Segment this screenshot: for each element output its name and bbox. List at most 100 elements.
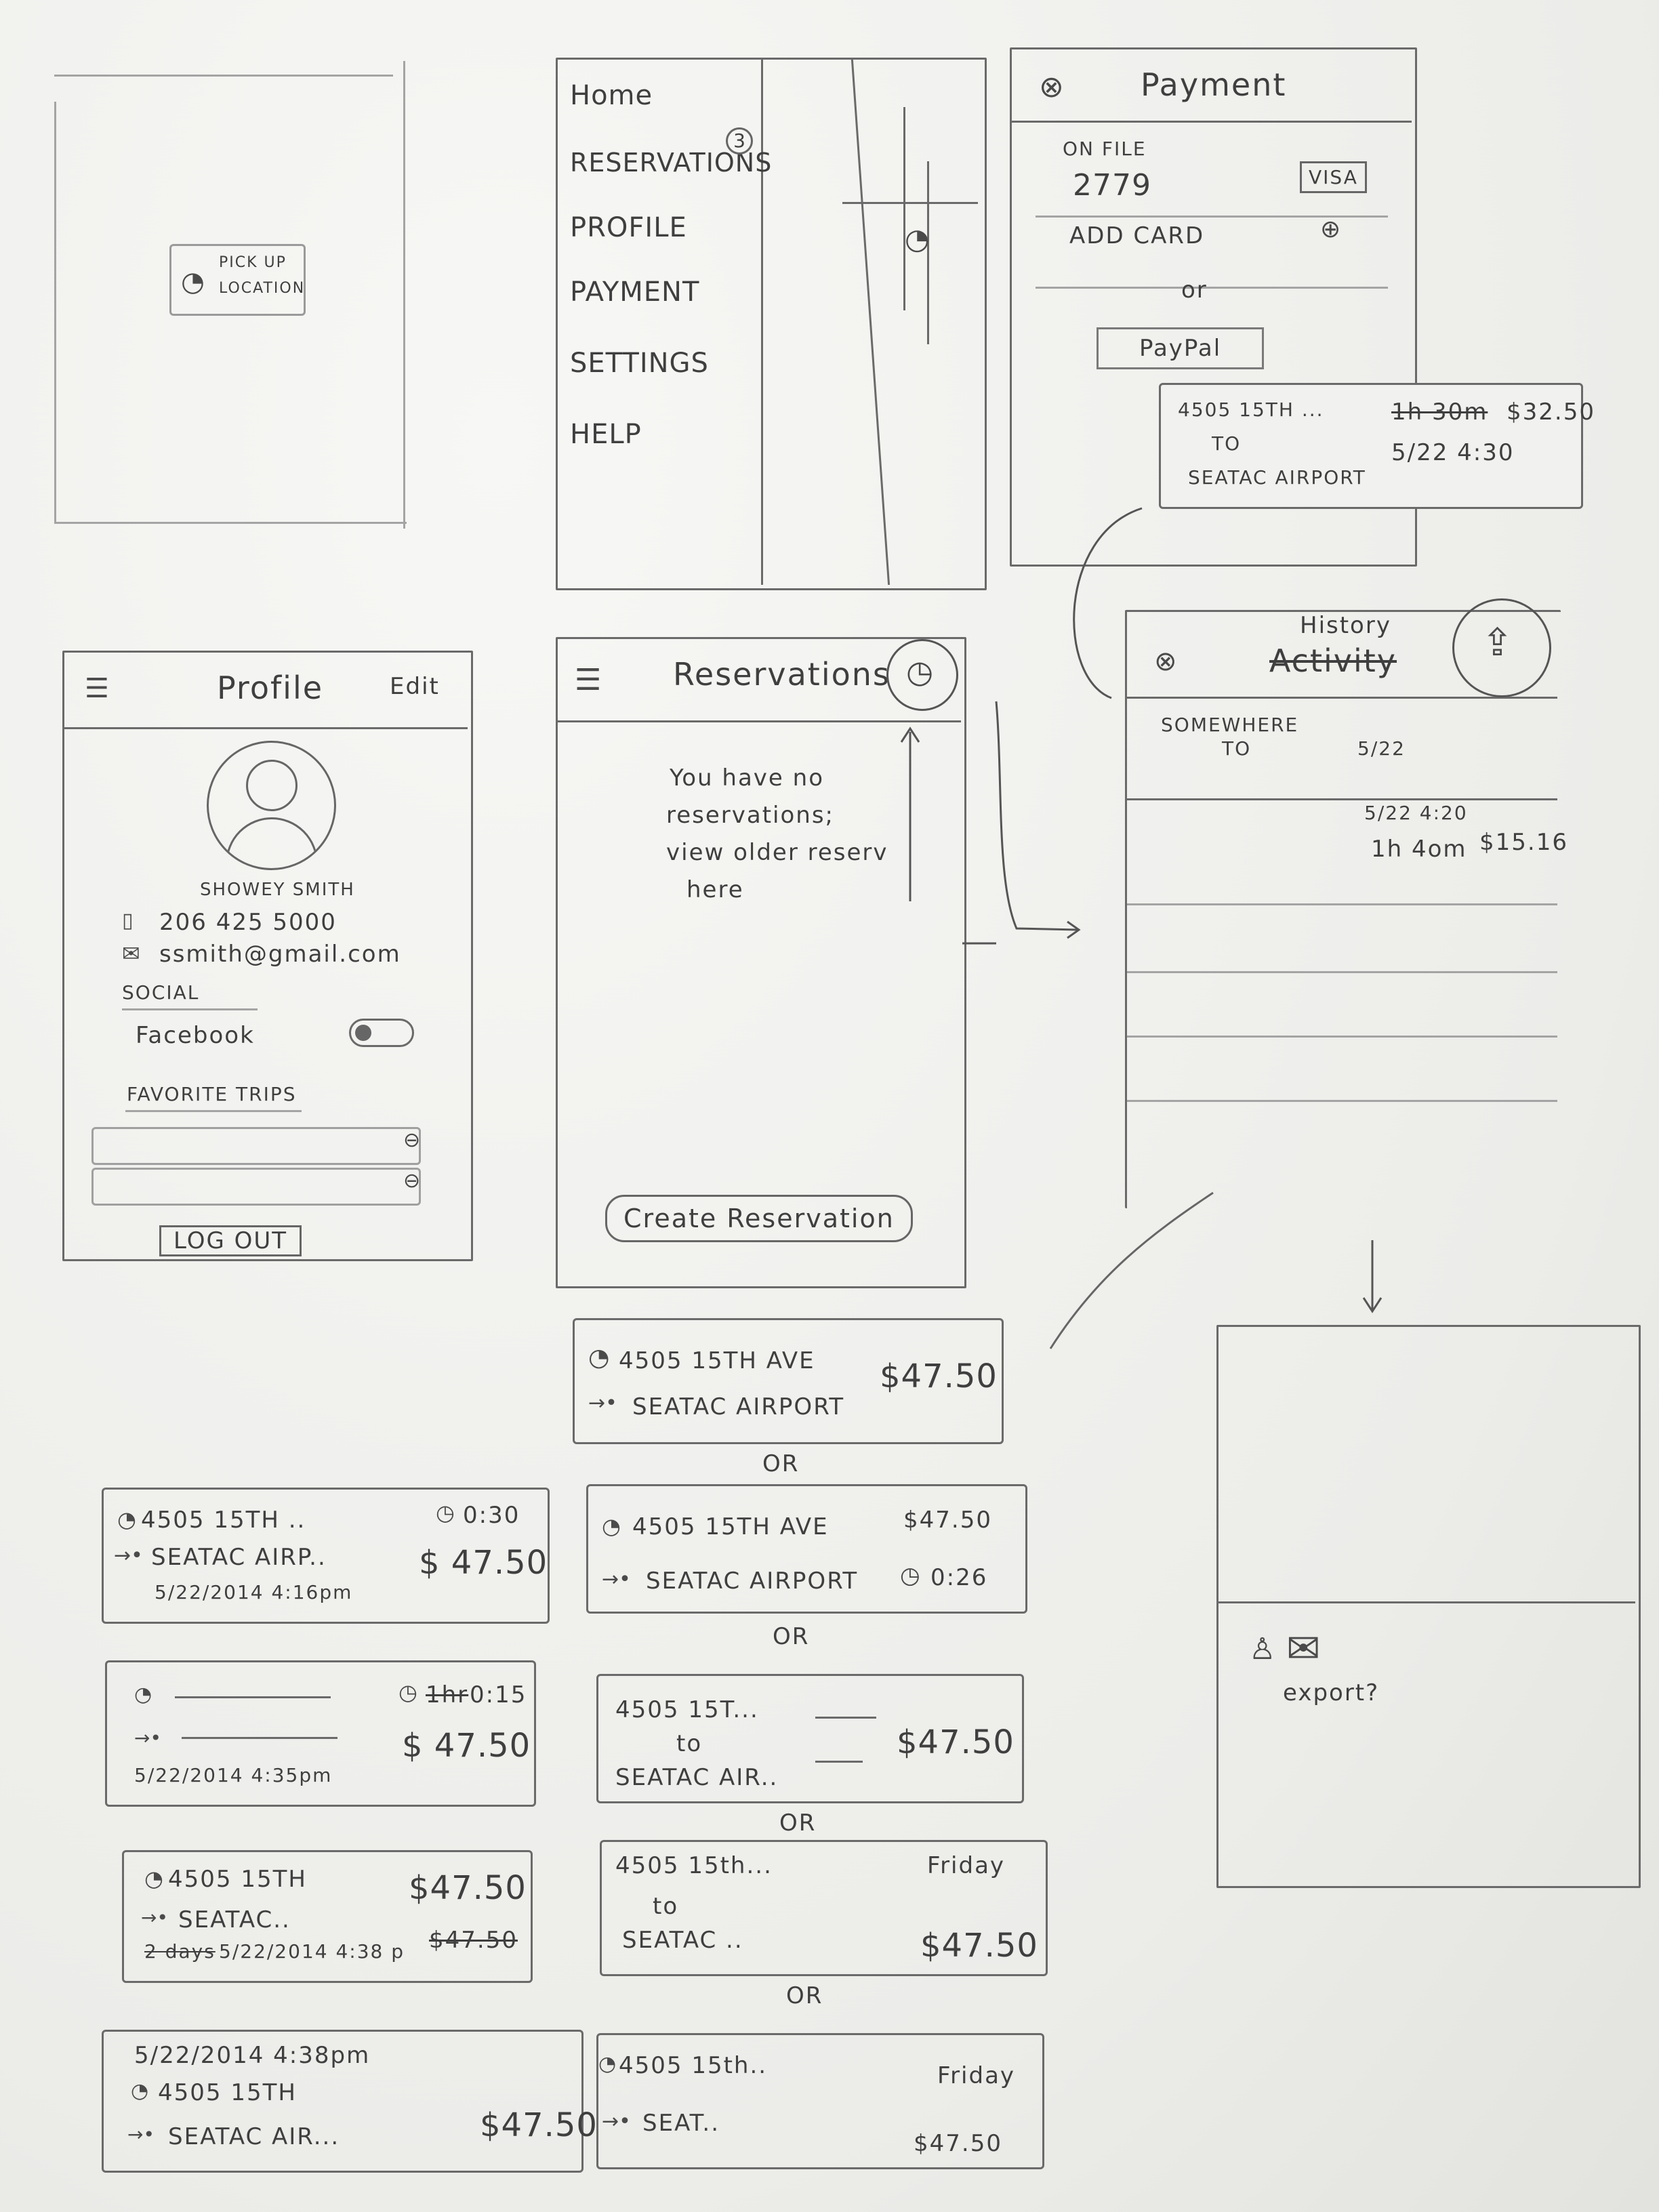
export-sheet-divider bbox=[1218, 1601, 1635, 1603]
reservation-card-variant[interactable]: ◔ 4505 15TH .. ◷ 0:30 →• SEATAC AIRP.. $… bbox=[102, 1488, 550, 1624]
on-file-label: ON FILE bbox=[1063, 138, 1147, 160]
export-button[interactable]: ⇪ bbox=[1452, 598, 1551, 697]
variant-price: $ 47.50 bbox=[402, 1727, 531, 1765]
pickup-location-tag[interactable]: ◔ PICK UP LOCATION bbox=[169, 244, 306, 316]
location-pin-icon: ◔ bbox=[117, 1507, 136, 1532]
add-card-plus-icon[interactable]: ⊕ bbox=[1320, 216, 1341, 243]
arrow-right-icon: →• bbox=[602, 1568, 631, 1591]
favorite-trip-remove-icon[interactable]: ⊖ bbox=[403, 1169, 421, 1193]
card-brand-badge: VISA bbox=[1300, 161, 1367, 193]
location-pin-icon: ◔ bbox=[131, 2079, 149, 2103]
trip-price: $32.50 bbox=[1507, 398, 1595, 426]
history-row-divider bbox=[1127, 1100, 1557, 1102]
variant-from: 4505 15TH bbox=[168, 1866, 307, 1893]
avatar[interactable] bbox=[207, 741, 336, 870]
variant-price-struck: $47.50 bbox=[429, 1927, 518, 1954]
profile-phone: 206 425 5000 bbox=[159, 909, 337, 936]
trip-from: 4505 15TH ... bbox=[1178, 398, 1324, 421]
favorite-trip-remove-icon[interactable]: ⊖ bbox=[403, 1128, 421, 1152]
reservation-card-variant[interactable]: ◔ 4505 15TH AVE →• SEATAC AIRPORT $47.50 bbox=[573, 1318, 1004, 1444]
menu-item-payment[interactable]: PAYMENT bbox=[570, 276, 700, 308]
variant-eta: 0:30 bbox=[463, 1502, 520, 1529]
variant-to: SEATAC AIRPORT bbox=[646, 1568, 859, 1595]
menu-item-help[interactable]: HELP bbox=[570, 419, 642, 450]
card-row-divider bbox=[1036, 216, 1388, 218]
history-row-divider bbox=[1127, 1036, 1557, 1038]
history-row-divider bbox=[1127, 903, 1557, 905]
history-row-date: 5/22 bbox=[1357, 737, 1406, 760]
empty-state-line4[interactable]: here bbox=[687, 876, 744, 903]
frame-bottom bbox=[54, 522, 407, 524]
location-pin-icon: ◔ bbox=[144, 1866, 163, 1891]
favorite-trip-slot[interactable] bbox=[91, 1127, 421, 1165]
frame-top bbox=[54, 75, 393, 77]
reservations-badge: 3 bbox=[726, 127, 753, 155]
favorite-trips-divider bbox=[125, 1110, 302, 1112]
facebook-toggle[interactable] bbox=[349, 1019, 414, 1047]
reservation-card-variant[interactable]: ◔ 4505 15th.. Friday →• SEAT.. $47.50 bbox=[596, 2033, 1044, 2169]
profile-edit-button[interactable]: Edit bbox=[390, 673, 440, 700]
placeholder-line bbox=[815, 1717, 876, 1719]
create-reservation-button[interactable]: Create Reservation bbox=[605, 1195, 913, 1242]
reservation-card-variant[interactable]: ◔ 4505 15TH AVE $47.50 →• SEATAC AIRPORT… bbox=[586, 1484, 1027, 1614]
reservation-card-variant[interactable]: ◔ ◷ 1hr 0:15 →• $ 47.50 5/22/2014 4:35pm bbox=[105, 1660, 536, 1807]
hamburger-menu-icon[interactable]: ☰ bbox=[85, 673, 109, 704]
variant-or-label: OR bbox=[779, 1809, 817, 1837]
placeholder-line bbox=[175, 1696, 331, 1698]
variant-price: $ 47.50 bbox=[419, 1544, 548, 1582]
share-icon: ⇪ bbox=[1481, 621, 1513, 665]
variant-to: SEATAC .. bbox=[622, 1927, 743, 1954]
toggle-knob bbox=[355, 1025, 371, 1041]
variant-price: $47.50 bbox=[914, 2130, 1002, 2157]
clock-icon: ◷ bbox=[906, 653, 934, 690]
map-pin-icon[interactable]: ◔ bbox=[905, 222, 930, 255]
variant-price: $47.50 bbox=[897, 1723, 1015, 1761]
social-label: SOCIAL bbox=[122, 981, 200, 1004]
placeholder-line bbox=[815, 1761, 863, 1763]
variant-datetime: 5/22/2014 4:38 p bbox=[219, 1940, 405, 1963]
payment-or-label: or bbox=[1181, 276, 1208, 304]
variant-to: SEATAC.. bbox=[178, 1906, 291, 1933]
location-pin-icon: ◔ bbox=[588, 1344, 610, 1372]
reservations-header-divider bbox=[558, 720, 961, 722]
pickup-label-line2: LOCATION bbox=[219, 280, 306, 297]
empty-state-line3[interactable]: view older reserv bbox=[666, 839, 888, 866]
variant-from: 4505 15th.. bbox=[619, 2052, 768, 2079]
variant-datetime: 5/22/2014 4:16pm bbox=[155, 1581, 353, 1603]
reservation-card-variant[interactable]: 4505 15th... to SEATAC .. Friday $47.50 bbox=[600, 1840, 1048, 1976]
paypal-button[interactable]: PayPal bbox=[1097, 327, 1265, 369]
close-icon[interactable]: ⊗ bbox=[1154, 646, 1177, 677]
avatar-body bbox=[226, 817, 318, 868]
history-title: History bbox=[1300, 612, 1391, 639]
reservation-card-variant[interactable]: 5/22/2014 4:38pm ◔ 4505 15TH →• SEATAC A… bbox=[102, 2030, 597, 2173]
menu-item-home[interactable]: Home bbox=[570, 80, 653, 111]
history-button[interactable]: ◷ bbox=[886, 639, 958, 711]
reservation-card-variant[interactable]: ◔ 4505 15TH →• SEATAC.. $47.50 $47.50 2 … bbox=[122, 1850, 533, 1983]
variant-to: SEATAC AIR... bbox=[168, 2123, 340, 2150]
menu-item-profile[interactable]: PROFILE bbox=[570, 212, 687, 243]
trip-card[interactable]: 4505 15TH ... TO SEATAC AIRPORT 1h 30m $… bbox=[1159, 383, 1594, 509]
card-number[interactable]: 2779 bbox=[1073, 168, 1151, 203]
activity-title-struck: Activity bbox=[1269, 642, 1397, 679]
add-card-divider bbox=[1036, 287, 1388, 289]
person-icon[interactable]: ♙ bbox=[1249, 1632, 1276, 1666]
hamburger-menu-icon[interactable]: ☰ bbox=[575, 663, 602, 697]
menu-item-settings[interactable]: SETTINGS bbox=[570, 348, 709, 379]
variant-eta: 0:15 bbox=[470, 1681, 527, 1708]
map-road-1 bbox=[851, 60, 890, 585]
arrow-right-icon: →• bbox=[602, 2110, 631, 2133]
email-icon[interactable]: ✉ bbox=[1286, 1625, 1321, 1673]
variant-price: $47.50 bbox=[920, 1927, 1038, 1965]
phone-icon: ▯ bbox=[122, 909, 134, 933]
facebook-label: Facebook bbox=[136, 1022, 255, 1049]
variant-day: Friday bbox=[927, 1852, 1006, 1879]
favorite-trip-slot[interactable] bbox=[91, 1168, 421, 1206]
variant-from: 4505 15TH .. bbox=[141, 1507, 306, 1534]
add-card-label[interactable]: ADD CARD bbox=[1069, 222, 1205, 249]
close-icon[interactable]: ⊗ bbox=[1039, 70, 1064, 104]
logout-button[interactable]: LOG OUT bbox=[159, 1225, 302, 1256]
export-label: export? bbox=[1283, 1679, 1380, 1706]
variant-from: 4505 15TH AVE bbox=[619, 1347, 815, 1374]
reservation-card-variant[interactable]: 4505 15T... to SEATAC AIR.. $47.50 bbox=[596, 1674, 1024, 1803]
